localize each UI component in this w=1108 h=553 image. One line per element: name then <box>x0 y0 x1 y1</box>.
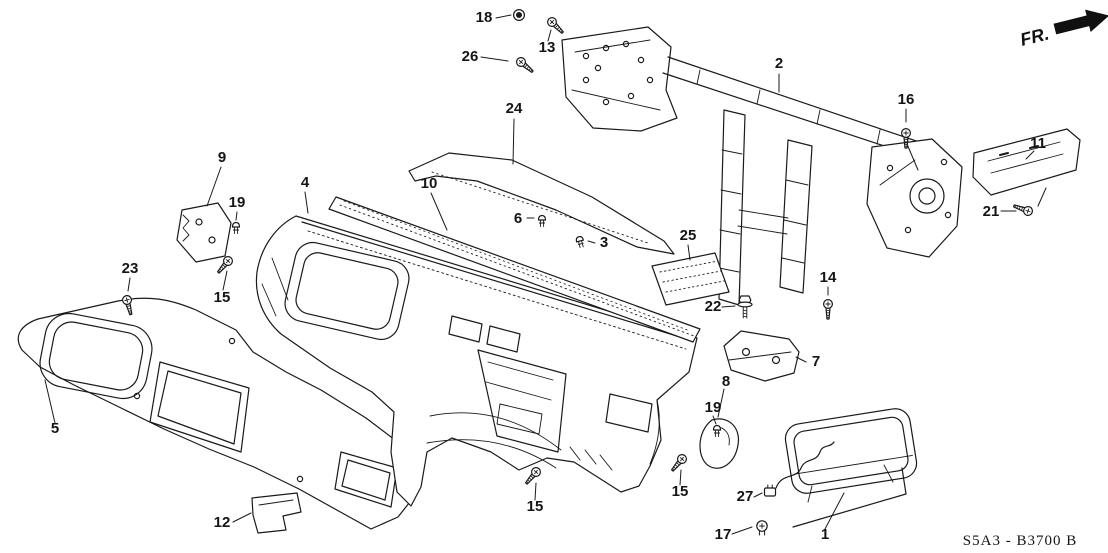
leader-line <box>534 482 537 501</box>
meter-visor-drawing <box>17 297 422 530</box>
retainer-icon <box>756 520 768 536</box>
callout-22[interactable]: 22 <box>705 298 722 315</box>
callout-4[interactable]: 4 <box>301 174 310 191</box>
leader-line <box>304 191 309 214</box>
callout-5[interactable]: 5 <box>51 420 59 437</box>
leader-line <box>480 56 509 62</box>
leader-line <box>495 14 512 19</box>
defroster-garnish-drawing <box>328 196 701 343</box>
callout-15-left[interactable]: 15 <box>214 289 231 306</box>
leader-line <box>795 356 807 363</box>
leader-line <box>824 492 845 530</box>
leader-line <box>547 29 552 42</box>
lower-bracket-drawing <box>251 492 302 534</box>
leader-line <box>712 415 717 425</box>
screw-icon <box>545 15 567 37</box>
passenger-airbag-drawing <box>784 408 918 528</box>
callout-12[interactable]: 12 <box>214 514 231 531</box>
screw-icon <box>514 55 536 76</box>
leader-line <box>430 192 448 231</box>
leader-lines <box>44 14 1047 535</box>
leader-line <box>731 526 753 535</box>
callout-25[interactable]: 25 <box>680 227 697 244</box>
screw-icon <box>522 465 543 487</box>
leader-line <box>717 388 725 418</box>
callout-16[interactable]: 16 <box>898 91 915 108</box>
callout-14[interactable]: 14 <box>820 269 837 286</box>
callout-26[interactable]: 26 <box>462 48 479 65</box>
side-stay-drawing <box>972 128 1081 196</box>
leader-line <box>753 492 763 498</box>
leader-line <box>587 240 596 244</box>
fr-label: FR. <box>1018 23 1051 49</box>
bolt-washer-icon <box>737 295 753 319</box>
callout-1[interactable]: 1 <box>821 526 829 543</box>
leader-line <box>232 512 252 523</box>
callout-3[interactable]: 3 <box>600 234 608 251</box>
callout-6[interactable]: 6 <box>514 210 522 227</box>
clip-icon <box>231 221 241 235</box>
leader-line <box>905 108 919 171</box>
callouts: 18 13 26 2 16 24 11 9 4 10 19 21 6 3 25 … <box>51 9 1046 543</box>
wire-harness-drawing <box>775 441 835 489</box>
callout-19-left[interactable]: 19 <box>229 194 246 211</box>
callout-17[interactable]: 17 <box>715 526 732 543</box>
clip-icon <box>537 214 547 228</box>
callout-9[interactable]: 9 <box>218 149 226 166</box>
center-lower-bracket-drawing <box>723 330 800 382</box>
callout-15-center[interactable]: 15 <box>527 498 544 515</box>
leader-line <box>512 118 515 165</box>
grommet-icon <box>512 9 526 21</box>
clip-icon <box>574 235 586 249</box>
leader-line <box>1000 187 1047 212</box>
screw-icon <box>822 299 834 320</box>
upper-garnish-drawing <box>408 152 675 255</box>
leader-line <box>127 277 131 292</box>
insulator-pad-drawing <box>651 252 730 306</box>
callout-19-lower[interactable]: 19 <box>705 399 722 416</box>
leader-line <box>206 166 222 207</box>
steering-hanger-beam-drawing <box>561 26 963 306</box>
callout-24[interactable]: 24 <box>506 100 523 117</box>
leader-line <box>222 270 228 291</box>
callout-2[interactable]: 2 <box>775 55 783 72</box>
leader-line <box>44 379 56 424</box>
callout-10[interactable]: 10 <box>421 175 438 192</box>
diagram-code: S5A3 - B3700 B <box>963 533 1077 549</box>
leader-line <box>721 305 736 308</box>
leader-line <box>679 469 682 486</box>
callout-23[interactable]: 23 <box>122 260 139 277</box>
callout-7[interactable]: 7 <box>812 353 820 370</box>
screw-icon <box>1011 201 1035 218</box>
callout-11[interactable]: 11 <box>1030 135 1046 152</box>
callout-21[interactable]: 21 <box>983 203 1000 220</box>
leader-line <box>687 244 691 261</box>
callout-13[interactable]: 13 <box>539 39 556 56</box>
connector-icon <box>763 484 777 497</box>
side-bracket-drawing <box>176 202 232 263</box>
callout-27[interactable]: 27 <box>737 488 754 505</box>
instrument-panel-drawing <box>255 215 698 507</box>
leader-line <box>1025 150 1035 160</box>
callout-15-right[interactable]: 15 <box>672 483 689 500</box>
screw-icon <box>668 452 689 474</box>
fr-direction-indicator: FR. <box>1018 9 1108 50</box>
fr-arrow-icon <box>1053 9 1108 35</box>
callout-18[interactable]: 18 <box>476 9 493 26</box>
callout-8[interactable]: 8 <box>722 373 730 390</box>
leader-line <box>235 211 238 221</box>
